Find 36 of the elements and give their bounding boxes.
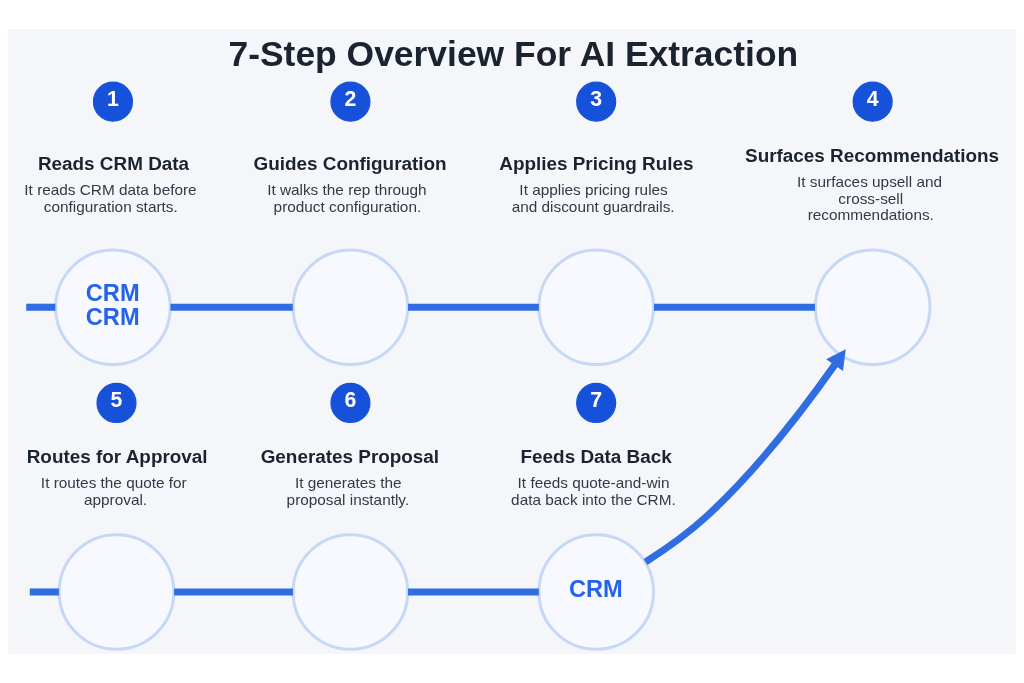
connector bbox=[170, 303, 293, 311]
node-circle bbox=[537, 248, 655, 366]
node-circle: 4 bbox=[852, 81, 893, 122]
node-circle bbox=[813, 248, 932, 366]
node-circle: CRM CRM bbox=[54, 248, 172, 366]
connector bbox=[408, 588, 539, 596]
connector bbox=[653, 303, 815, 311]
node-label: Generates Proposal bbox=[260, 445, 440, 467]
node-label: It feeds quote-and-win data back into the CRM. bbox=[511, 474, 676, 509]
node-circle: CRM bbox=[537, 533, 655, 651]
node-circle: 2 bbox=[330, 81, 371, 122]
node-circle bbox=[291, 248, 410, 366]
node-circle bbox=[291, 533, 410, 651]
arrow bbox=[643, 349, 846, 565]
node-circle: 7 bbox=[576, 382, 617, 423]
connector bbox=[174, 588, 293, 596]
node-circle bbox=[57, 533, 176, 651]
node-label: It surfaces upsell and cross-sell recommendations. bbox=[797, 173, 943, 224]
node-label: It generates the proposal instantly. bbox=[286, 474, 410, 509]
node-label: It walks the rep through product configuration. bbox=[267, 181, 427, 216]
diagram-title: 7-Step Overview For AI Extraction bbox=[228, 33, 799, 74]
node-label: Surfaces Recommendations bbox=[745, 144, 1000, 166]
node-circle: 3 bbox=[576, 81, 617, 122]
node-label: It applies pricing rules and discount guardrails. bbox=[511, 181, 675, 216]
node-label: Guides Configuration bbox=[253, 152, 447, 174]
node-circle: 1 bbox=[92, 81, 134, 122]
node-label: Reads CRM Data bbox=[37, 152, 190, 174]
node-label: It reads CRM data before configuration starts. bbox=[24, 181, 197, 216]
connector bbox=[29, 588, 59, 596]
node-label: Applies Pricing Rules bbox=[499, 152, 694, 174]
node-label: It routes the quote for approval. bbox=[40, 474, 187, 509]
node-label: Routes for Approval bbox=[26, 445, 208, 467]
connector bbox=[408, 303, 539, 311]
node-circle: 5 bbox=[96, 382, 137, 423]
node-label: Feeds Data Back bbox=[520, 445, 672, 467]
node-circle: 6 bbox=[330, 382, 371, 423]
